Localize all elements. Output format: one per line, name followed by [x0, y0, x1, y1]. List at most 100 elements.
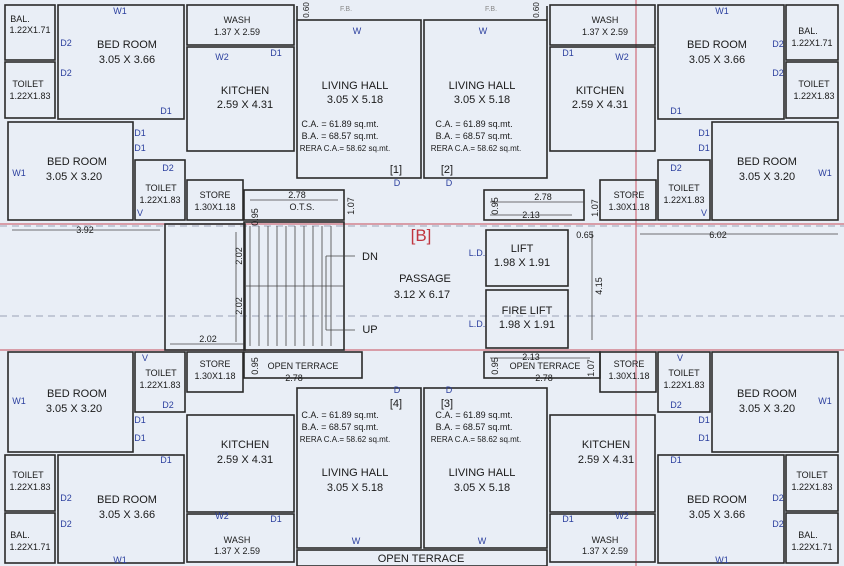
room-dim: 1.37 X 2.59 — [582, 546, 628, 556]
marker: D — [394, 385, 401, 395]
room-label: LIVING HALL — [322, 467, 389, 479]
stair-down-label: DN — [362, 251, 378, 263]
wing-title: [B] — [411, 226, 432, 245]
room-dim: 2.59 X 4.31 — [217, 99, 273, 111]
dim-text: 2.02 — [234, 247, 244, 265]
room-dim: 1.22X1.83 — [791, 482, 832, 492]
room-label: BED ROOM — [687, 39, 747, 51]
dim-text: 4.15 — [594, 277, 604, 295]
dim-text: 0.60 — [532, 2, 541, 18]
room-dim: 1.22X1.83 — [9, 91, 50, 101]
marker: D2 — [670, 400, 682, 410]
room-label: LIVING HALL — [322, 80, 389, 92]
dim-text: 0.95 — [250, 357, 260, 375]
unit-number: [2] — [441, 164, 453, 176]
room-label: BAL. — [10, 14, 30, 24]
marker: W1 — [12, 396, 26, 406]
room-label: BED ROOM — [97, 39, 157, 51]
rera-area: RERA C.A.= 58.62 sq.mt. — [300, 144, 390, 153]
marker: D1 — [160, 455, 172, 465]
marker: D1 — [160, 106, 172, 116]
room-label: BED ROOM — [737, 156, 797, 168]
room-label: BED ROOM — [97, 494, 157, 506]
marker: W1 — [715, 6, 729, 16]
marker: D1 — [698, 415, 710, 425]
marker: W2 — [215, 511, 229, 521]
marker: W1 — [818, 396, 832, 406]
stair-arrow — [325, 255, 355, 331]
marker: V — [677, 353, 683, 363]
dim-text: 2.78 — [535, 373, 553, 383]
marker: F.B. — [485, 6, 497, 13]
room-label: LIVING HALL — [449, 467, 516, 479]
room-dim: 3.05 X 5.18 — [327, 482, 383, 494]
room-dim: 1.37 X 2.59 — [582, 27, 628, 37]
carpet-area: C.A. = 61.89 sq.mt. — [301, 410, 378, 420]
room-dim: 1.37 X 2.59 — [214, 546, 260, 556]
room-label: FIRE LIFT — [502, 305, 553, 317]
unit-number: [4] — [390, 398, 402, 410]
marker: D1 — [270, 514, 282, 524]
rera-area: RERA C.A.= 58.62 sq.mt. — [431, 144, 521, 153]
marker: D2 — [772, 493, 784, 503]
room-dim: 2.59 X 4.31 — [578, 454, 634, 466]
dim-text: 2.78 — [534, 192, 552, 202]
marker: W2 — [615, 511, 629, 521]
stair-up-label: UP — [362, 324, 377, 336]
room-label: WASH — [592, 535, 619, 545]
room-dim: 1.30X1.18 — [608, 371, 649, 381]
room-dim: 3.05 X 3.20 — [739, 171, 795, 183]
marker: W1 — [12, 168, 26, 178]
marker: V — [142, 353, 148, 363]
room-dim: 3.05 X 5.18 — [454, 482, 510, 494]
room-dim: 1.22X1.83 — [139, 380, 180, 390]
dim-text: 0.65 — [576, 230, 594, 240]
marker: D2 — [60, 519, 72, 529]
room-dim: 1.22X1.83 — [9, 482, 50, 492]
room-label: WASH — [592, 15, 619, 25]
marker: D — [446, 178, 453, 188]
dim-text: 2.78 — [285, 373, 303, 383]
room-label: TOILET — [12, 470, 44, 480]
room-label: BAL. — [798, 530, 818, 540]
room-label: STORE — [614, 359, 645, 369]
unit-number: [3] — [441, 398, 453, 410]
room-dim: 1.22X1.71 — [9, 25, 50, 35]
marker: D2 — [772, 39, 784, 49]
room-dim: 3.05 X 3.66 — [99, 54, 155, 66]
room-label: BED ROOM — [737, 388, 797, 400]
room-label: WASH — [224, 15, 251, 25]
labels: BAL. 1.22X1.71 BED ROOM 3.05 X 3.66 TOIL… — [9, 2, 834, 565]
marker: D1 — [562, 48, 574, 58]
dim-text: 1.07 — [346, 197, 356, 215]
room-dim: 3.05 X 5.18 — [327, 94, 383, 106]
marker: D2 — [162, 400, 174, 410]
marker: D2 — [60, 38, 72, 48]
open-terrace-label: OPEN TERRACE — [510, 361, 581, 371]
room-label: STORE — [200, 190, 231, 200]
marker: D1 — [134, 128, 146, 138]
room-label: TOILET — [145, 183, 177, 193]
room-dim: 1.22X1.83 — [663, 380, 704, 390]
marker: V — [137, 208, 143, 218]
marker: W1 — [715, 555, 729, 565]
room-label: BED ROOM — [47, 156, 107, 168]
walls-top — [4, 4, 839, 221]
room-label: TOILET — [145, 368, 177, 378]
dim-text: 2.13 — [522, 210, 540, 220]
carpet-area: C.A. = 61.89 sq.mt. — [435, 410, 512, 420]
room-dim: 1.22X1.71 — [9, 542, 50, 552]
dim-text: 2.78 — [288, 190, 306, 200]
room-dim: 3.05 X 3.66 — [689, 54, 745, 66]
room-dim: 3.05 X 5.18 — [454, 94, 510, 106]
marker: D2 — [772, 68, 784, 78]
room-label: WASH — [224, 535, 251, 545]
room-label: BED ROOM — [687, 494, 747, 506]
room-label: TOILET — [12, 79, 44, 89]
marker: W2 — [215, 52, 229, 62]
room-dim: 1.22X1.71 — [791, 542, 832, 552]
marker: D1 — [670, 455, 682, 465]
dim-text: 1.07 — [590, 199, 600, 217]
room-dim: 3.12 X 6.17 — [394, 289, 450, 301]
